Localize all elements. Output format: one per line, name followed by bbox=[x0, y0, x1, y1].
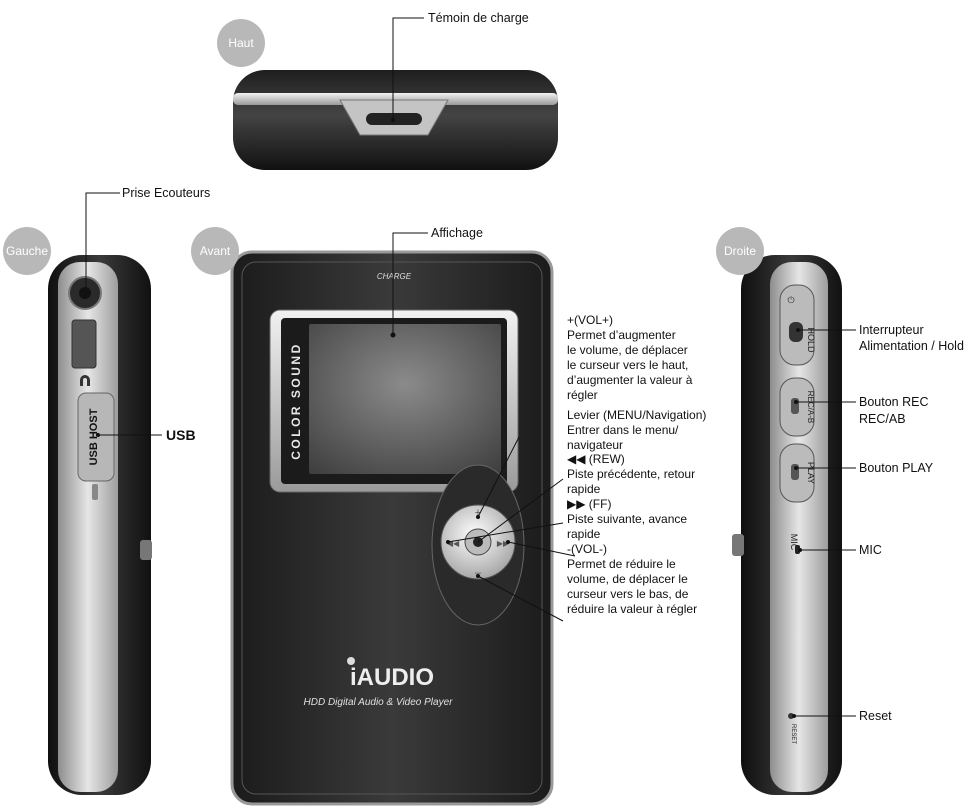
leader-vol-up bbox=[477, 436, 520, 518]
leader-rew bbox=[447, 522, 564, 543]
desc-vol-up-line: Permet d’augmenter bbox=[567, 328, 676, 342]
desc-vol-down-line: réduire la valeur à régler bbox=[567, 602, 698, 616]
label-mic: MIC bbox=[859, 543, 882, 557]
leader-lever bbox=[477, 478, 564, 543]
leader-endpoints bbox=[84, 118, 802, 718]
desc-rew-line: rapide bbox=[567, 482, 601, 496]
endpoint-rec bbox=[794, 400, 798, 404]
leader-vol-down bbox=[477, 575, 564, 622]
charge-text: CHARGE bbox=[377, 272, 412, 281]
label-power-hold-line2: Alimentation / Hold bbox=[859, 339, 964, 353]
headphone-icon bbox=[80, 375, 90, 386]
desc-ff-line: Piste suivante, avance bbox=[567, 512, 688, 526]
desc-vol-up-line: le volume, de déplacer bbox=[567, 343, 688, 357]
hold-slider bbox=[789, 322, 803, 342]
endpoint-earphone bbox=[84, 292, 88, 296]
leader-ff bbox=[507, 541, 576, 557]
desc-vol-up-line: d’augmenter la valeur à bbox=[567, 373, 693, 387]
badge-front: Avant bbox=[191, 227, 239, 275]
desc-lever-line: navigateur bbox=[567, 438, 624, 452]
label-power-hold: Interrupteur Alimentation / Hold bbox=[859, 322, 964, 354]
brand-text: iAUDIO bbox=[350, 664, 434, 691]
desc-vol-down-line: volume, de déplacer le bbox=[567, 572, 688, 586]
desc-lever: Levier (MENU/Navigation) Entrer dans le … bbox=[567, 408, 706, 453]
right-side-button bbox=[732, 534, 744, 556]
endpoint-usb bbox=[96, 433, 100, 437]
endpoint-rew bbox=[446, 540, 450, 544]
desc-vol-up-line: régler bbox=[567, 388, 598, 402]
right-view: ⏻ HOLD REC/A-B PLAY MIC RESET bbox=[732, 255, 842, 795]
top-view bbox=[233, 70, 558, 170]
badge-top: Haut bbox=[217, 19, 265, 67]
desc-rew-line: Piste précédente, retour bbox=[567, 467, 696, 481]
front-view: CHARGE COLOR SOUND + – ◀◀ ▶▶ iAUDIO HDD … bbox=[230, 250, 554, 806]
leader-display bbox=[392, 232, 428, 335]
desc-ff-line: rapide bbox=[567, 527, 601, 541]
endpoint-hold bbox=[796, 328, 800, 332]
reset-hole-icon bbox=[788, 713, 794, 719]
desc-vol-up: +(VOL+) Permet d’augmenter le volume, de… bbox=[567, 313, 692, 403]
label-rec-line2: REC/AB bbox=[859, 412, 906, 426]
desc-lever-line: Entrer dans le menu/ bbox=[567, 423, 679, 437]
endpoint-play bbox=[794, 466, 798, 470]
desc-ff-title: ▶▶ (FF) bbox=[567, 497, 612, 511]
left-side-button bbox=[140, 540, 152, 560]
endpoint-mic bbox=[798, 548, 802, 552]
label-display: Affichage bbox=[431, 226, 483, 240]
label-usb: USB bbox=[166, 427, 196, 443]
vol-down-icon: – bbox=[475, 567, 482, 579]
brand-logo-dot bbox=[347, 657, 355, 665]
label-power-hold-line1: Interrupteur bbox=[859, 323, 924, 337]
desc-vol-down-line: curseur vers le bas, de bbox=[567, 587, 689, 601]
desc-vol-down-title: -(VOL-) bbox=[567, 542, 607, 556]
display-screen bbox=[309, 324, 501, 474]
hold-text: HOLD bbox=[806, 327, 816, 353]
power-icon: ⏻ bbox=[787, 295, 794, 306]
left-slot bbox=[71, 319, 97, 369]
vol-up-icon: + bbox=[475, 507, 481, 519]
left-indicator bbox=[92, 484, 98, 500]
leader-lines bbox=[85, 17, 856, 717]
reset-text: RESET bbox=[790, 724, 796, 744]
label-rec-button: Bouton REC REC/AB bbox=[859, 394, 928, 428]
badge-left: Gauche bbox=[3, 227, 51, 275]
label-reset: Reset bbox=[859, 709, 892, 723]
desc-vol-up-title: +(VOL+) bbox=[567, 313, 614, 327]
endpoint-vol-up bbox=[476, 515, 480, 519]
label-rec-line1: Bouton REC bbox=[859, 395, 929, 409]
color-sound-text: COLOR SOUND bbox=[289, 342, 303, 460]
endpoint-ff bbox=[506, 540, 510, 544]
rec-text: REC/A-B bbox=[806, 391, 815, 423]
desc-lever-title: Levier (MENU/Navigation) bbox=[567, 408, 707, 422]
mic-text: MIC bbox=[789, 534, 799, 551]
tagline-text: HDD Digital Audio & Video Player bbox=[304, 697, 454, 708]
leader-earphone bbox=[85, 192, 120, 294]
badge-right: Droite bbox=[716, 227, 764, 275]
ff-icon: ▶▶ bbox=[497, 539, 510, 548]
left-view: USB HOST bbox=[48, 255, 152, 795]
top-silver-band bbox=[233, 93, 558, 105]
desc-rew: ◀◀ (REW) Piste précédente, retour rapide bbox=[567, 452, 695, 497]
desc-ff: ▶▶ (FF) Piste suivante, avance rapide bbox=[567, 497, 687, 542]
rew-icon: ◀◀ bbox=[447, 539, 460, 548]
desc-vol-down: -(VOL-) Permet de réduire le volume, de … bbox=[567, 542, 697, 617]
leader-charge bbox=[392, 17, 424, 120]
endpoint-display bbox=[390, 332, 396, 338]
endpoint-charge bbox=[391, 118, 395, 122]
mic-hole-icon bbox=[795, 545, 800, 554]
usb-host-port bbox=[77, 392, 115, 482]
usb-host-text: USB HOST bbox=[88, 408, 100, 465]
label-play-button: Bouton PLAY bbox=[859, 461, 934, 475]
desc-rew-title: ◀◀ (REW) bbox=[567, 452, 625, 466]
label-earphone-jack: Prise Ecouteurs bbox=[122, 186, 211, 200]
endpoint-vol-down bbox=[476, 574, 480, 578]
desc-vol-down-line: Permet de réduire le bbox=[567, 557, 676, 571]
desc-vol-up-line: le curseur vers le haut, bbox=[567, 358, 689, 372]
play-text: PLAY bbox=[806, 462, 816, 484]
front-inner-edge bbox=[241, 261, 543, 795]
label-charge-led: Témoin de charge bbox=[428, 11, 529, 25]
endpoint-reset bbox=[792, 714, 796, 718]
